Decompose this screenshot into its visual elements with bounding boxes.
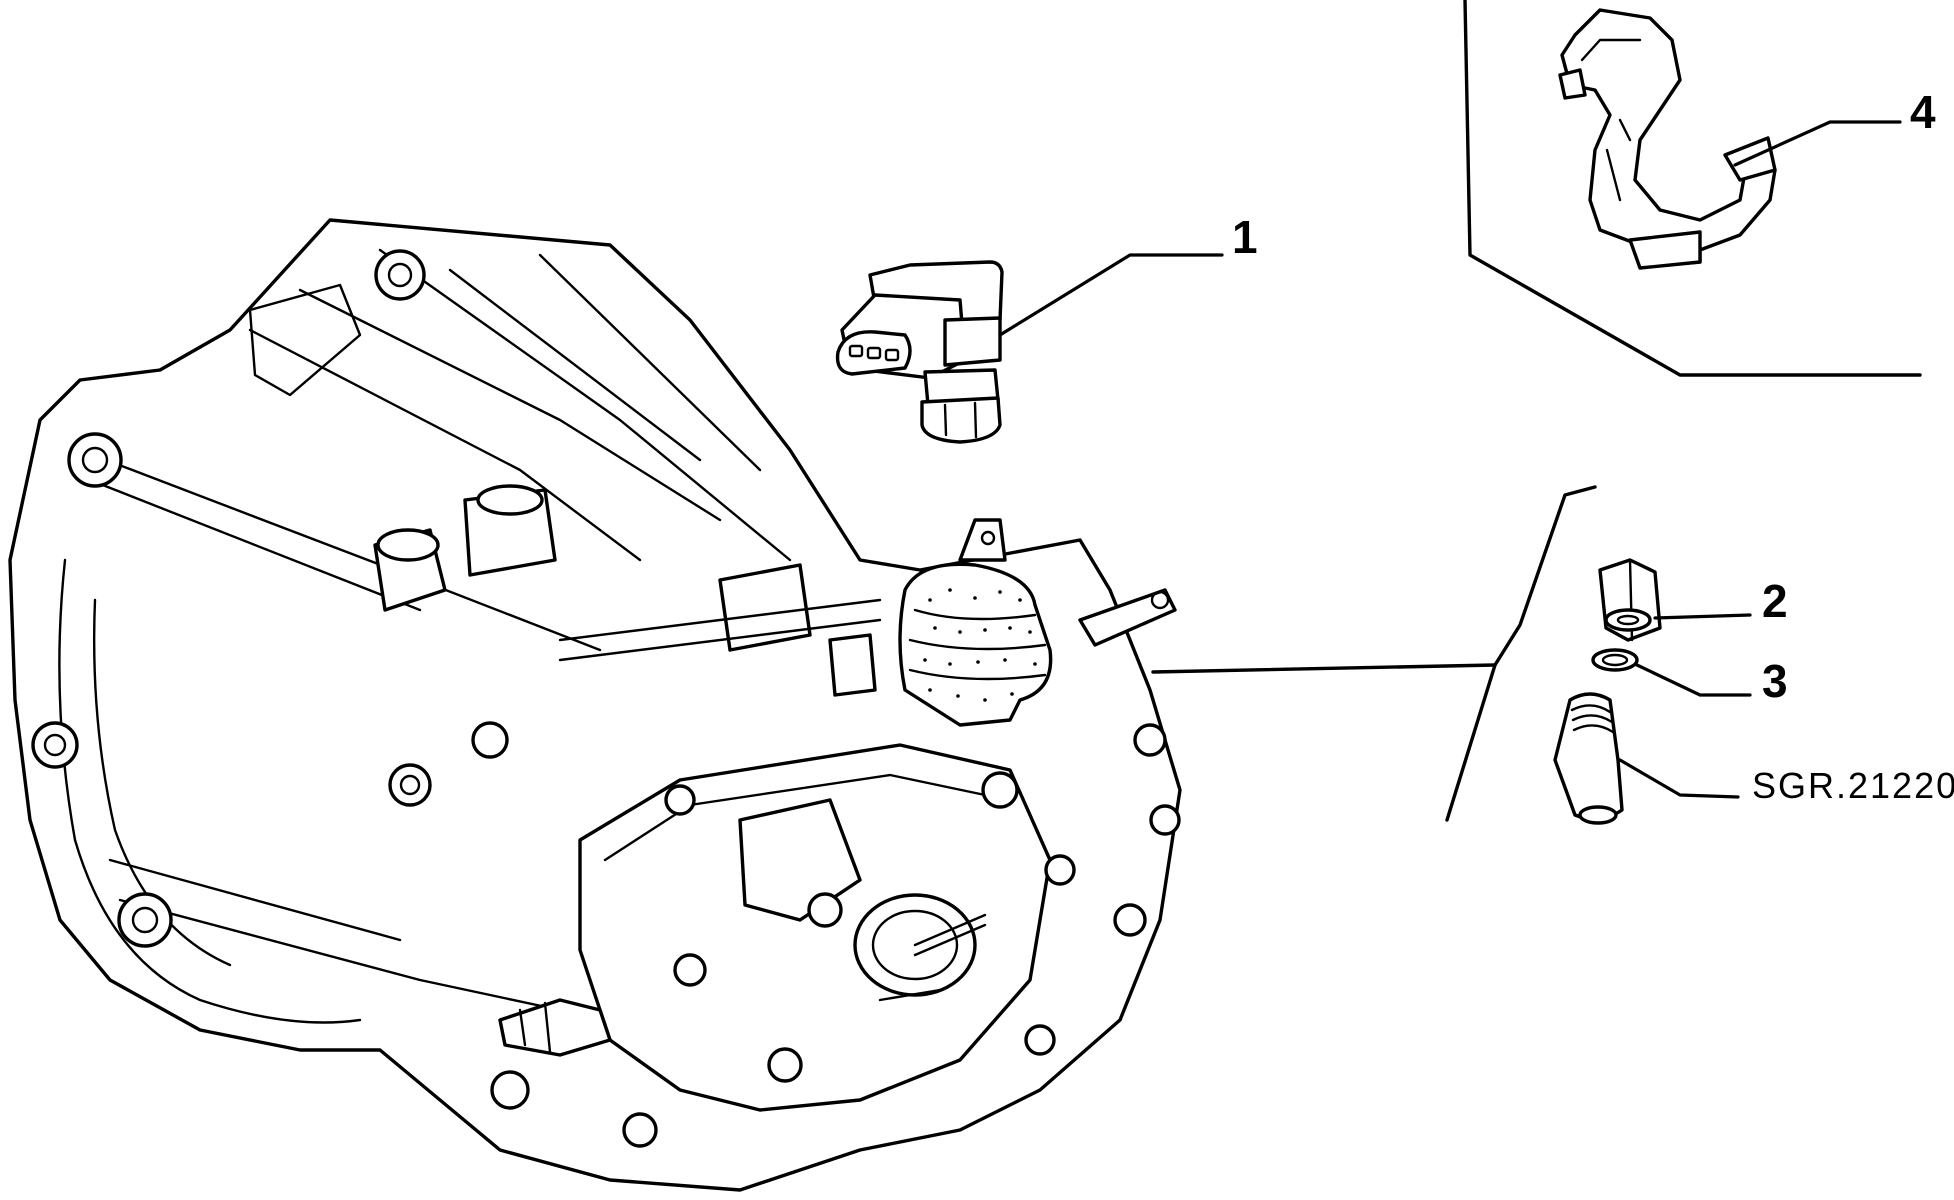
bolts xyxy=(471,721,1181,1148)
boot-texture xyxy=(923,588,1037,702)
part-2-nut xyxy=(1598,558,1662,642)
part-3-washer xyxy=(1591,648,1639,672)
callout-1: 1 xyxy=(1232,211,1258,263)
callout-3: 3 xyxy=(1762,655,1788,707)
leader-1 xyxy=(998,253,1224,337)
reference-code: SGR.21220 xyxy=(1752,765,1954,806)
detail-boundaries xyxy=(1151,0,1922,822)
leader-ref xyxy=(1618,758,1740,799)
leader-lines xyxy=(998,120,1902,799)
leader-3 xyxy=(1635,663,1752,697)
part-1-speed-sensor xyxy=(835,260,1004,444)
gearbox-assembly xyxy=(8,218,1182,1192)
leader-4 xyxy=(1733,120,1902,167)
leader-2 xyxy=(1653,613,1752,620)
callout-2: 2 xyxy=(1762,575,1788,627)
threaded-plug xyxy=(1553,692,1624,825)
callout-4: 4 xyxy=(1910,86,1936,138)
part-4-clip xyxy=(1558,8,1777,270)
